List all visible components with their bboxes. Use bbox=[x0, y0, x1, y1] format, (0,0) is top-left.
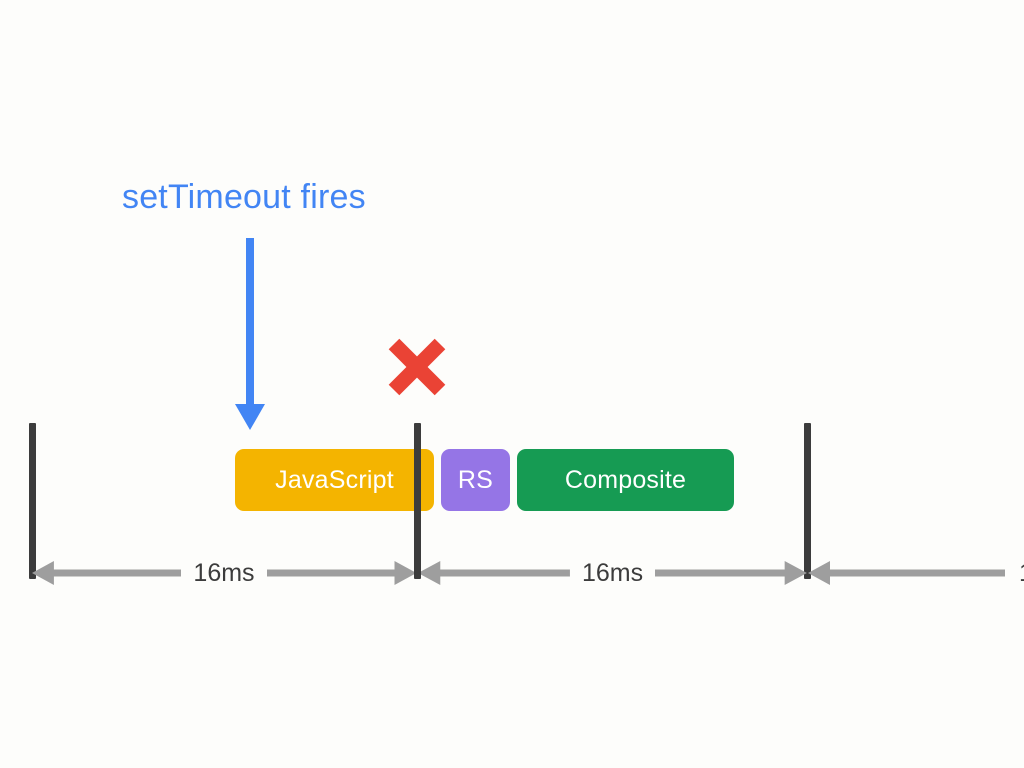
task-block-rs[interactable]: RS bbox=[441, 449, 510, 511]
frame-duration-measure-2: 16ms bbox=[418, 552, 808, 594]
red-x-icon bbox=[386, 336, 448, 398]
task-block-label: Composite bbox=[564, 465, 687, 494]
double-headed-arrow-icon bbox=[808, 552, 1005, 594]
frame-duration-measure-1: 16ms bbox=[32, 552, 416, 594]
task-block-label: JavaScript bbox=[275, 465, 394, 494]
task-block-label: RS bbox=[457, 465, 494, 494]
frame-duration-label: 16ms bbox=[193, 559, 255, 587]
task-block-javascript[interactable]: JavaScript bbox=[235, 449, 434, 511]
double-headed-arrow-icon bbox=[266, 552, 416, 594]
arrow-down-icon bbox=[232, 238, 268, 430]
double-headed-arrow-icon bbox=[655, 552, 808, 594]
double-headed-arrow-icon bbox=[32, 552, 182, 594]
double-headed-arrow-icon bbox=[418, 552, 570, 594]
task-block-composite[interactable]: Composite bbox=[517, 449, 734, 511]
frame-duration-label: 16ms bbox=[581, 559, 644, 587]
settimeout-annotation-label: setTimeout fires bbox=[122, 178, 366, 216]
frame-duration-label: 16 bbox=[1005, 552, 1024, 594]
frame-duration-measure-3: 16 bbox=[808, 552, 1024, 594]
frame-tick-start bbox=[29, 423, 36, 579]
frame-tick-middle bbox=[414, 423, 421, 579]
frame-tick-end bbox=[804, 423, 811, 579]
